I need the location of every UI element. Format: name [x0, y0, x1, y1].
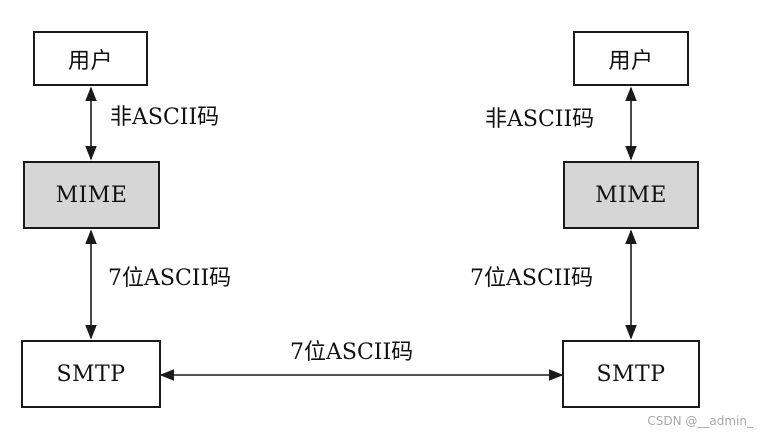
edge-label-right-mime-smtp: 7位ASCII码 [470, 266, 594, 291]
mime-right-label: MIME [595, 182, 667, 208]
mime-left-label: MIME [55, 182, 128, 208]
edge-label-right-user-mime: 非ASCII码 [485, 107, 595, 132]
user-right-label: 用户 [608, 48, 654, 74]
edge-label-left-mime-smtp: 7位ASCII码 [108, 266, 232, 291]
smtp-right-label: SMTP [596, 361, 666, 387]
mime-left-box: MIME [23, 161, 160, 229]
edge-label-left-user-mime: 非ASCII码 [110, 105, 220, 130]
user-left-box: 用户 [33, 31, 148, 86]
user-right-box: 用户 [573, 31, 689, 86]
smtp-right-box: SMTP [562, 340, 700, 408]
smtp-left-box: SMTP [21, 340, 161, 408]
smtp-left-label: SMTP [56, 361, 126, 387]
edge-label-smtp-smtp: 7位ASCII码 [290, 340, 414, 365]
mime-right-box: MIME [563, 161, 699, 229]
watermark: CSDN @__admin_ [647, 414, 753, 428]
user-left-label: 用户 [67, 48, 113, 74]
